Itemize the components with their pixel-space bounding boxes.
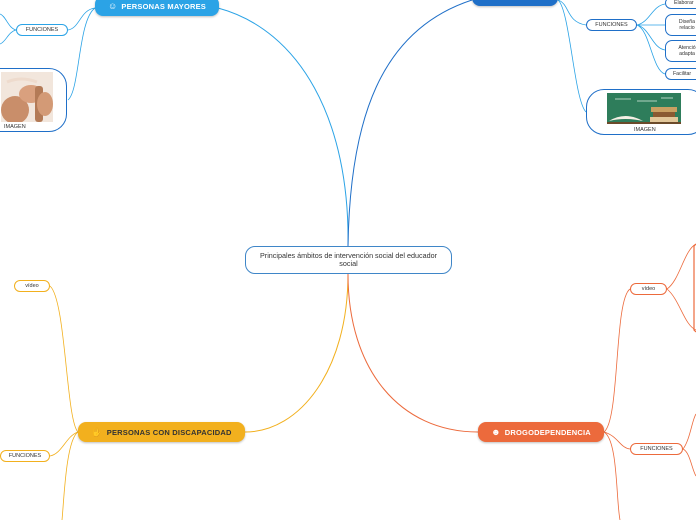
tr-item-disena-label: Diseña relacio bbox=[678, 19, 696, 31]
tr-funciones-node[interactable]: FUNCIONES bbox=[586, 19, 637, 31]
mayores-funciones-label: FUNCIONES bbox=[25, 27, 59, 33]
branch-top-right[interactable] bbox=[472, 0, 558, 6]
disc-funciones-node[interactable]: FUNCIONES bbox=[0, 450, 50, 462]
disc-video-label: vídeo bbox=[25, 283, 39, 289]
elderly-hands-image bbox=[1, 72, 53, 122]
mayores-image-node[interactable]: IMAGEN bbox=[0, 68, 67, 132]
drogo-video-label: vídeo bbox=[641, 286, 656, 292]
tr-item-facilitar[interactable]: Facilitar bbox=[665, 68, 696, 80]
branch-drogodependencia[interactable]: ☻ DROGODEPENDENCIA bbox=[478, 422, 604, 442]
branch-personas-discapacidad-label: PERSONAS CON DISCAPACIDAD bbox=[106, 427, 232, 437]
branch-personas-mayores-label: PERSONAS MAYORES bbox=[121, 1, 206, 11]
tr-item-atencio-label: Atenció adapta bbox=[678, 45, 696, 57]
tr-item-atencio[interactable]: Atenció adapta bbox=[665, 40, 696, 62]
smiley-icon: ☺ bbox=[108, 1, 118, 11]
tr-item-facilitar-label: Facilitar bbox=[673, 71, 692, 77]
branch-drogodependencia-label: DROGODEPENDENCIA bbox=[504, 427, 591, 437]
central-topic-text: Principales ámbitos de intervención soci… bbox=[260, 250, 437, 268]
mayores-funciones-node[interactable]: FUNCIONES bbox=[16, 24, 68, 36]
tr-funciones-label: FUNCIONES bbox=[595, 22, 628, 28]
tr-item-elaborar-label: Elaborar bbox=[674, 0, 694, 6]
disc-funciones-label: FUNCIONES bbox=[8, 453, 42, 459]
branch-personas-discapacidad[interactable]: ✋ PERSONAS CON DISCAPACIDAD bbox=[78, 422, 245, 442]
disc-video-node[interactable]: vídeo bbox=[14, 280, 50, 292]
books-chalkboard-image bbox=[607, 93, 681, 124]
tr-image-node[interactable]: IMAGEN bbox=[586, 89, 696, 135]
central-topic[interactable]: Principales ámbitos de intervención soci… bbox=[245, 246, 452, 274]
tr-imagen-label: IMAGEN bbox=[634, 127, 656, 133]
drogo-funciones-label: FUNCIONES bbox=[640, 446, 673, 452]
mayores-imagen-label: IMAGEN bbox=[4, 124, 26, 130]
drogo-video-node[interactable]: vídeo bbox=[630, 283, 667, 295]
drogo-funciones-node[interactable]: FUNCIONES bbox=[630, 443, 683, 455]
tr-item-disena[interactable]: Diseña relacio bbox=[665, 14, 696, 36]
branch-personas-mayores[interactable]: ☺ PERSONAS MAYORES bbox=[95, 0, 219, 16]
hand-icon: ✋ bbox=[91, 426, 103, 437]
face-icon: ☻ bbox=[491, 427, 501, 437]
tr-item-elaborar[interactable]: Elaborar bbox=[665, 0, 696, 9]
